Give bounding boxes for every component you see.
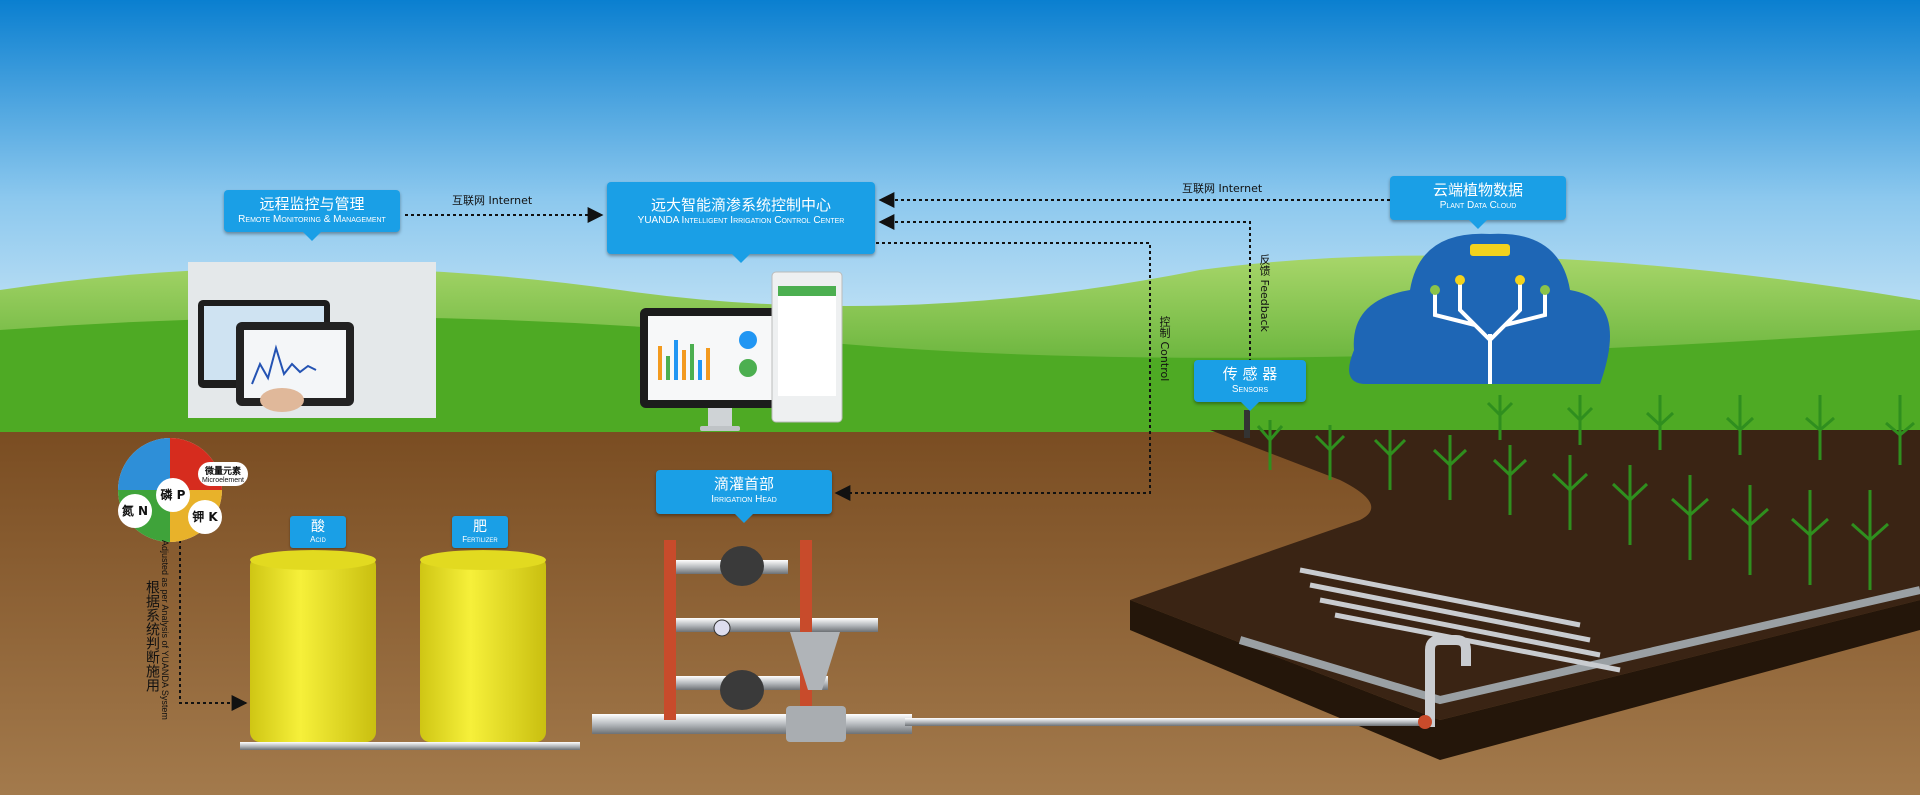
fertilizer-tank-subtitle: Fertilizer [462, 535, 498, 544]
remote-monitoring-title: 远程监控与管理 [259, 195, 365, 213]
tanks-graphic [240, 550, 580, 750]
control-center-title: 远大智能滴渗系统控制中心 [650, 196, 831, 214]
remote-monitoring-subtitle: Remote Monitoring & Management [238, 214, 386, 225]
control-label: 控制 Control [1158, 316, 1171, 382]
remote-monitoring-photo [188, 262, 436, 418]
remote-monitoring-callout: 远程监控与管理 Remote Monitoring & Management [224, 190, 400, 241]
plant-data-cloud-callout: 云端植物数据 Plant Data Cloud [1390, 176, 1566, 229]
fertilizer-tank-label: 肥 Fertilizer [452, 516, 508, 548]
plant-data-cloud-graphic [1349, 233, 1610, 384]
acid-tank-subtitle: Acid [310, 535, 326, 544]
irrigation-head-graphic [592, 540, 1471, 742]
microelement-en: Microelement [201, 477, 244, 484]
plant-data-cloud-subtitle: Plant Data Cloud [1439, 200, 1517, 211]
sensors-subtitle: Sensors [1231, 384, 1269, 395]
control-center-devices [640, 271, 843, 431]
irrigation-head-subtitle: Irrigation Head [711, 494, 777, 505]
acid-tank-title: 酸 [311, 519, 325, 535]
nitrogen-label: 氮 N [118, 494, 152, 528]
acid-tank-label: 酸 Acid [290, 516, 346, 548]
analysis-note-zh: 根据系统判断施用 [144, 580, 160, 692]
control-center-callout: 远大智能滴渗系统控制中心 YUANDA Intelligent Irrigati… [607, 182, 875, 263]
internet-label-left: 互联网 Internet [452, 194, 533, 207]
irrigation-head-callout: 滴灌首部 Irrigation Head [656, 470, 832, 523]
internet-label-right: 互联网 Internet [1182, 182, 1263, 195]
sensors-title: 传 感 器 [1222, 365, 1278, 383]
microelement-zh: 微量元素 [204, 467, 241, 477]
irrigation-head-title: 滴灌首部 [713, 475, 774, 493]
phosphorus-label: 磷 P [156, 478, 190, 512]
feedback-label: 反馈 Feedback [1258, 254, 1271, 332]
plant-data-cloud-title: 云端植物数据 [1432, 181, 1523, 199]
analysis-note-en: Adjusted as per Analysis of YUANDA Syste… [160, 540, 170, 720]
sensors-callout: 传 感 器 Sensors [1194, 360, 1306, 411]
control-center-subtitle: YUANDA Intelligent Irrigation Control Ce… [637, 215, 845, 226]
microelement-label: 微量元素 Microelement [198, 462, 248, 486]
potassium-label: 钾 K [188, 500, 222, 534]
fertilizer-tank-title: 肥 [473, 519, 487, 535]
